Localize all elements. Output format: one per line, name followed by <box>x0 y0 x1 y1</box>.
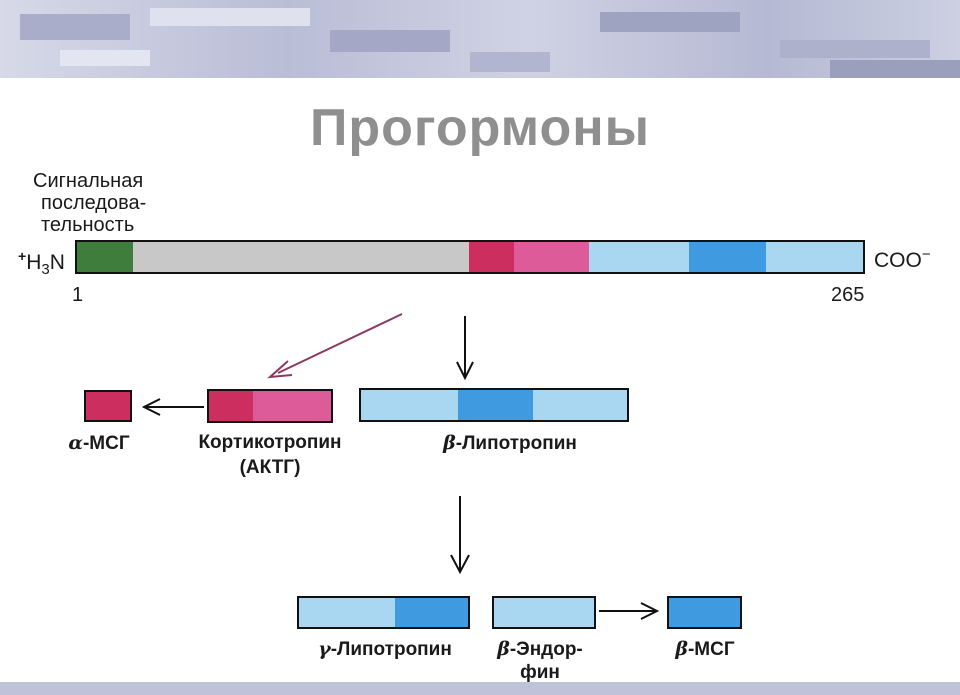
acth-box <box>207 389 333 423</box>
n-terminus-label: +H3N <box>18 248 65 279</box>
gamma-lph-segment-light <box>299 598 395 627</box>
prohormone-bar <box>75 240 865 274</box>
position-start: 1 <box>72 284 84 306</box>
beta-msh-label: β-МСГ <box>675 638 735 660</box>
arrow-to-third-row <box>450 496 470 575</box>
segment-gamma-lph <box>589 242 689 272</box>
beta-lph-segment-endorphin <box>533 390 627 420</box>
segment-gray <box>133 242 469 272</box>
acth-label-line-2: (АКТГ) <box>239 457 301 478</box>
gamma-lph-label: γ-Липотропин <box>318 638 452 660</box>
acth-segment-rest <box>253 391 331 421</box>
header-band <box>0 0 960 78</box>
segment-alpha-msh <box>469 242 514 272</box>
beta-endorphin-label-line-2: фин <box>520 662 560 683</box>
beta-endorphin-box <box>492 596 596 629</box>
acth-segment-alpha-msh <box>209 391 253 421</box>
beta-lph-box <box>359 388 629 422</box>
segment-endorphin <box>766 242 863 272</box>
beta-lph-segment-gamma <box>361 390 458 420</box>
arrow-acth-to-alpha-msh <box>141 398 204 416</box>
segment-acth-rest <box>514 242 589 272</box>
beta-lph-label: β-Липотропин <box>443 432 577 454</box>
acth-label-line-1: Кортикотропин <box>198 432 342 453</box>
arrow-to-acth <box>267 313 403 379</box>
alpha-msh-box <box>84 390 132 422</box>
footer-band <box>0 682 960 695</box>
segment-signal <box>77 242 133 272</box>
c-terminus-label: COO− <box>874 246 931 272</box>
gamma-lph-segment-blue <box>395 598 468 627</box>
alpha-msh-label: α-МСГ <box>68 432 130 454</box>
signal-label-line-1: Сигнальная <box>33 170 144 192</box>
arrow-endorphin-to-beta-msh <box>599 602 660 620</box>
page-title: Прогормоны <box>309 99 651 157</box>
signal-label-line-3: тельность <box>41 214 135 236</box>
arrow-to-beta-lph <box>456 316 474 381</box>
beta-endorphin-label-line-1: β-Эндор- <box>497 638 583 660</box>
signal-label-line-2: последова- <box>41 192 147 214</box>
gamma-lph-box <box>297 596 470 629</box>
position-end: 265 <box>831 284 865 306</box>
beta-msh-box <box>667 596 742 629</box>
segment-beta-msh <box>689 242 766 272</box>
beta-lph-segment-beta-msh <box>458 390 533 420</box>
